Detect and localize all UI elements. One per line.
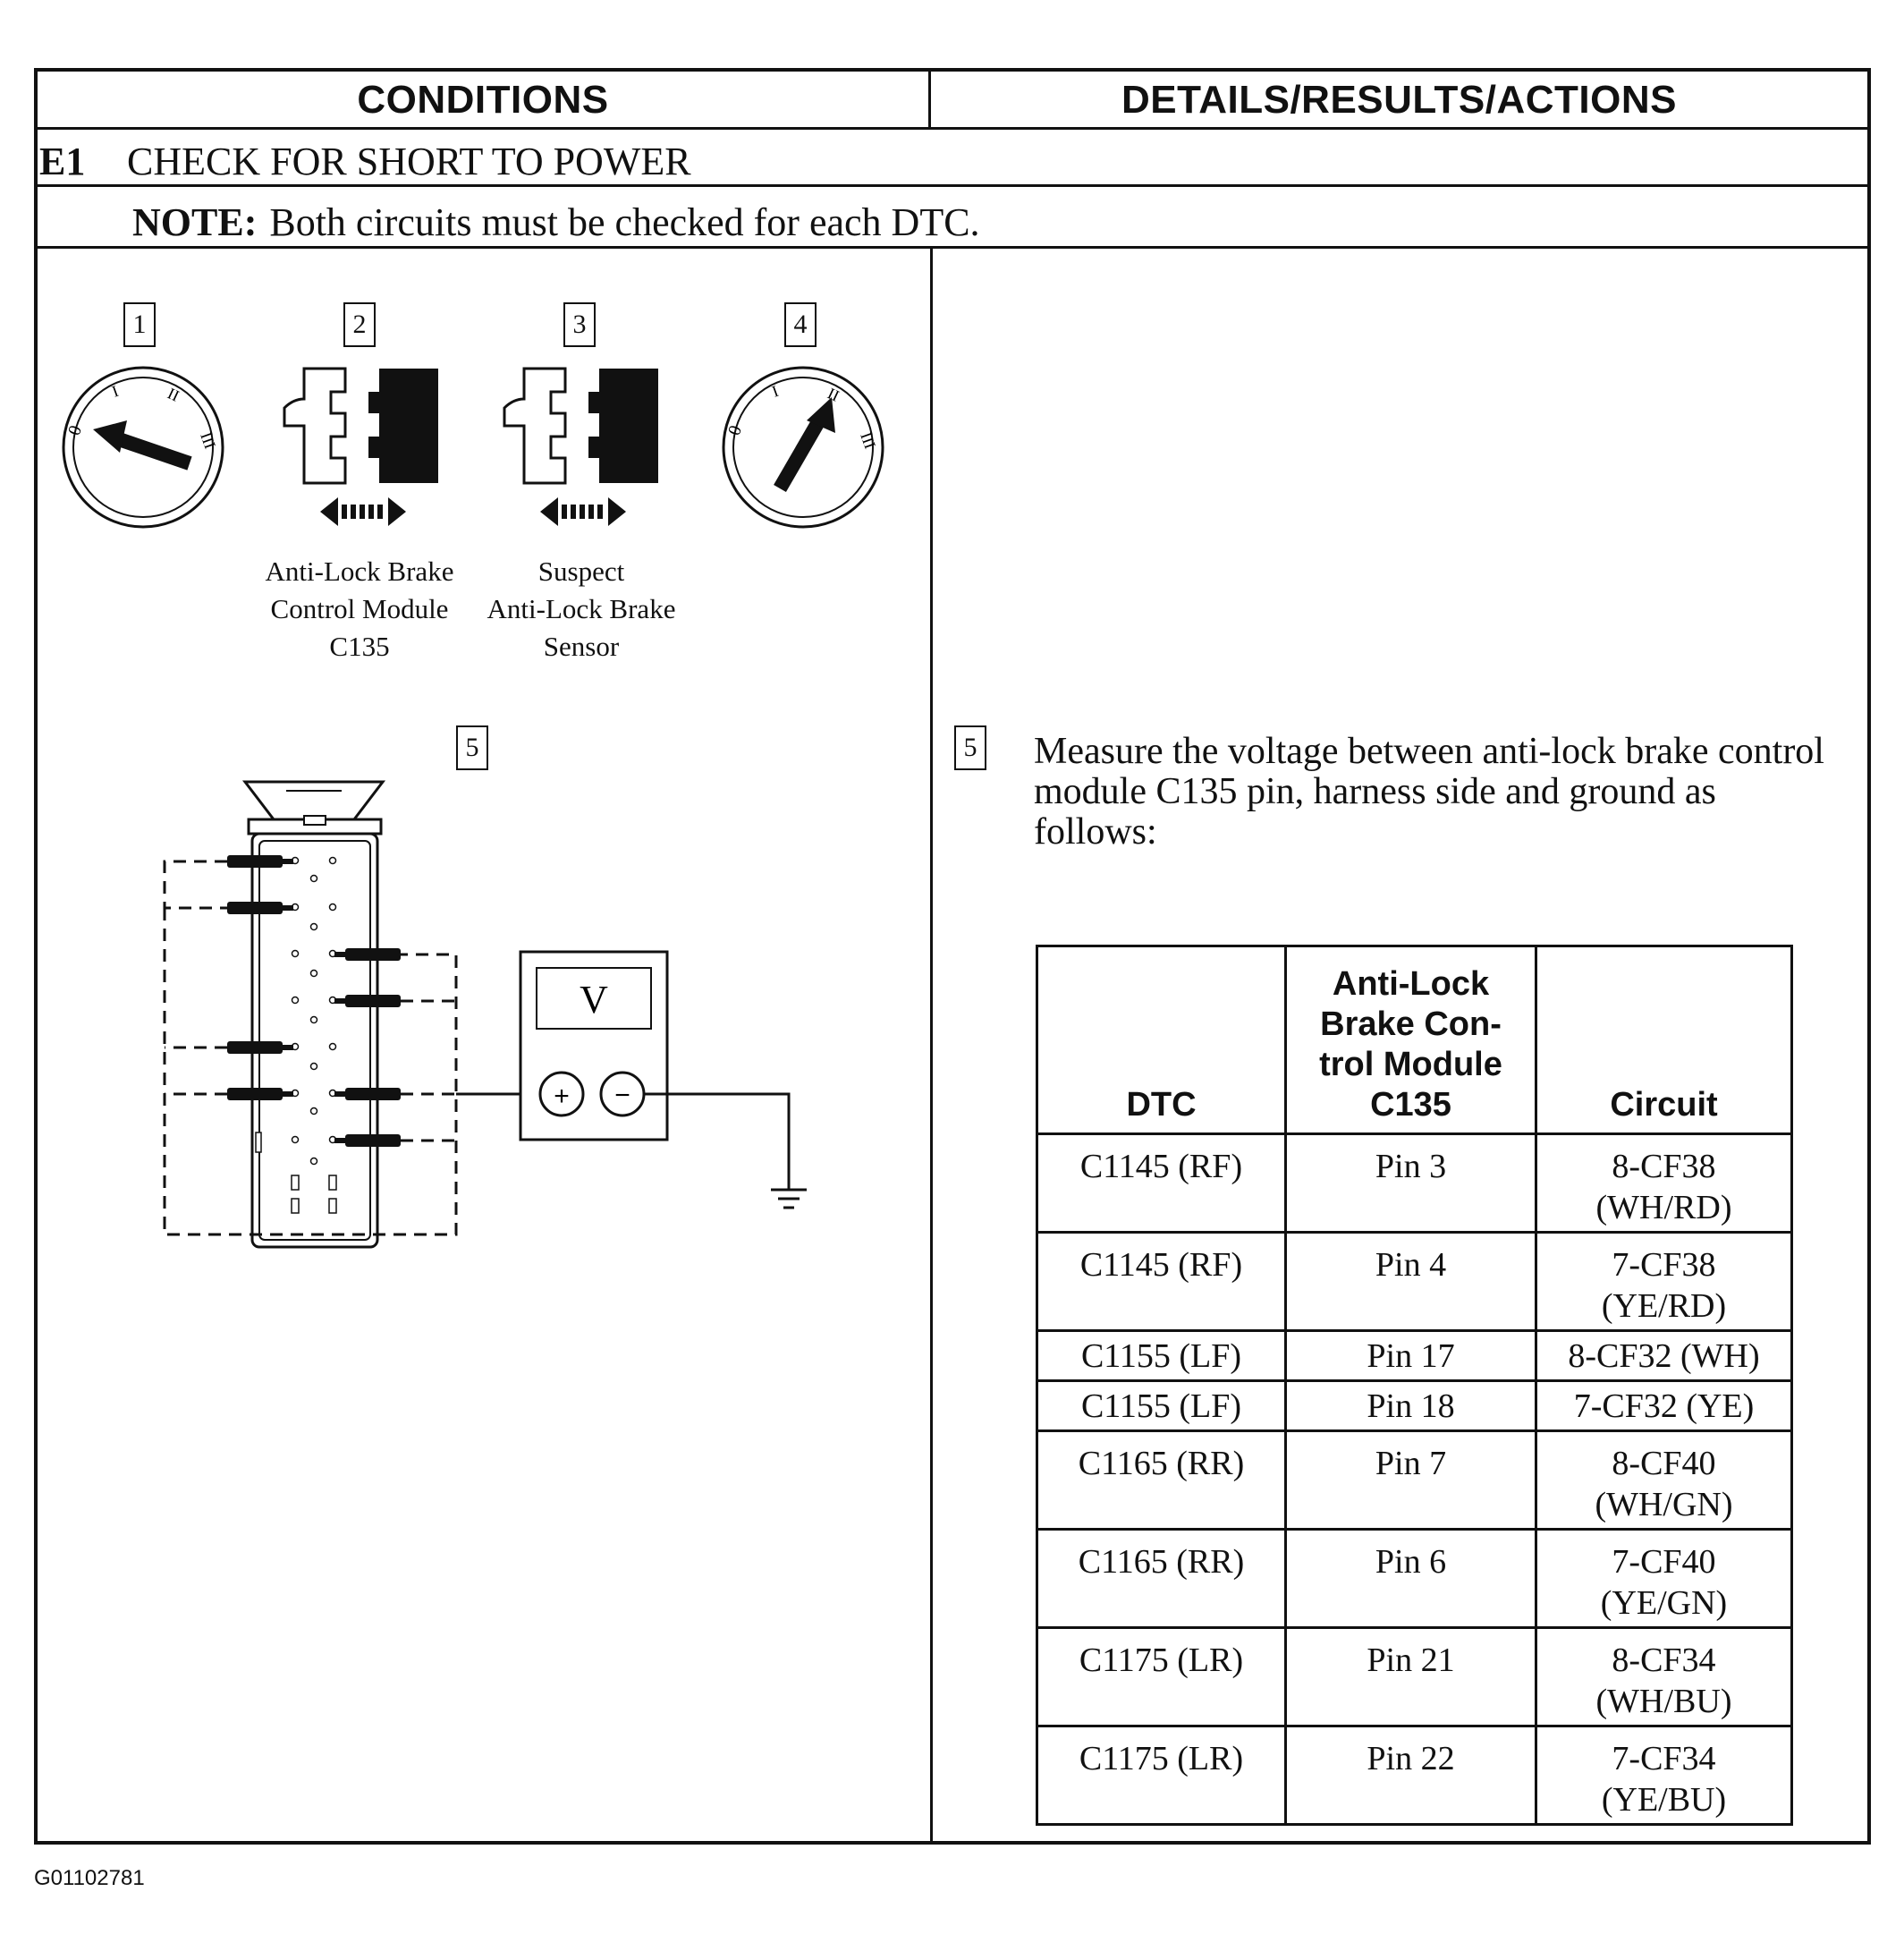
dtc-cell: C1165 (RR)	[1036, 1429, 1287, 1531]
pin-cell: Pin 17	[1284, 1329, 1537, 1382]
probe-leads	[163, 860, 458, 1236]
note-label: NOTE:	[132, 199, 258, 244]
dtc-cell: C1175 (LR)	[1036, 1626, 1287, 1727]
dtc-cell: C1145 (RF)	[1036, 1231, 1287, 1332]
figure-id: G01102781	[34, 1866, 145, 1890]
step-divider	[34, 184, 1871, 187]
step-title-row: E1 CHECK FOR SHORT TO POWER	[39, 134, 691, 188]
module-caption-line-2: Control Module	[270, 593, 449, 624]
sensor-caption-line-3: Sensor	[543, 631, 620, 662]
step-1-box: 1	[123, 302, 156, 347]
step-5-box-right: 5	[954, 725, 986, 770]
table-row: C1145 (RF) Pin 3 8-CF38 (WH/RD)	[1036, 1132, 1793, 1234]
header-module-pin: Anti-Lock Brake Con- trol Module C135	[1284, 945, 1537, 1135]
voltage-test-diagram: V + −	[163, 780, 807, 1249]
header-circuit-text: Circuit	[1610, 1086, 1718, 1124]
dtc-cell: C1165 (RR)	[1036, 1528, 1287, 1629]
sensor-caption-line-2: Anti-Lock Brake	[487, 593, 676, 624]
ignition-off-icon: 0 I II III	[62, 366, 224, 529]
step-3-box: 3	[563, 302, 596, 347]
header-column-divider	[928, 68, 931, 129]
sensor-caption-line-1: Suspect	[537, 556, 625, 587]
step-2-box: 2	[343, 302, 376, 347]
positive-terminal	[538, 1071, 585, 1117]
pin-cell: Pin 18	[1284, 1379, 1537, 1432]
circuit-cell: 7-CF38 (YE/RD)	[1535, 1231, 1793, 1332]
note: NOTE: Both circuits must be checked for …	[132, 195, 980, 249]
dtc-cell: C1145 (RF)	[1036, 1132, 1287, 1234]
circuit-cell: 8-CF40 (WH/GN)	[1535, 1429, 1793, 1531]
ignition-on-icon: 0 I II III	[722, 366, 884, 529]
header-dtc-text: DTC	[1126, 1086, 1197, 1124]
details-header: DETAILS/RESULTS/ACTIONS	[1121, 78, 1677, 122]
column-divider	[930, 247, 933, 1845]
circuit-cell: 8-CF34 (WH/BU)	[1535, 1626, 1793, 1727]
module-caption: Anti-Lock Brake Control Module C135	[243, 553, 476, 666]
conditions-header: CONDITIONS	[357, 78, 609, 122]
positive-terminal-label: +	[554, 1082, 570, 1111]
table-row: C1165 (RR) Pin 6 7-CF40 (YE/GN)	[1036, 1528, 1793, 1629]
header-module-line-3: trol Module	[1319, 1046, 1502, 1083]
pin-cell: Pin 7	[1284, 1429, 1537, 1531]
ignition-label-3: III	[197, 430, 219, 452]
procedure-frame	[34, 68, 1871, 1845]
header-module-line-4: C135	[1370, 1086, 1451, 1124]
negative-terminal-label: −	[614, 1081, 630, 1110]
module-caption-line-3: C135	[329, 631, 390, 662]
sensor-caption: Suspect Anti-Lock Brake Sensor	[465, 553, 698, 666]
step-title: CHECK FOR SHORT TO POWER	[127, 139, 691, 183]
step-4-box: 4	[784, 302, 817, 347]
table-row: C1155 (LF) Pin 18 7-CF32 (YE)	[1036, 1379, 1793, 1432]
circuit-cell: 7-CF34 (YE/BU)	[1535, 1725, 1793, 1826]
table-row: C1175 (LR) Pin 21 8-CF34 (WH/BU)	[1036, 1626, 1793, 1727]
module-caption-line-1: Anti-Lock Brake	[265, 556, 454, 587]
sensor-connector-disconnect-icon	[503, 367, 658, 526]
ignition-label-3b: III	[857, 430, 879, 452]
note-text: Both circuits must be checked for each D…	[269, 199, 980, 244]
voltmeter-display: V	[580, 978, 608, 1022]
circuit-cell: 8-CF32 (WH)	[1535, 1329, 1793, 1382]
table-row: C1175 (LR) Pin 22 7-CF34 (YE/BU)	[1036, 1725, 1793, 1826]
header-circuit: Circuit	[1535, 945, 1793, 1135]
circuit-cell: 7-CF32 (YE)	[1535, 1379, 1793, 1432]
header-divider	[34, 127, 1871, 130]
dtc-cell: C1155 (LF)	[1036, 1329, 1287, 1382]
connector-disconnect-icon	[283, 367, 438, 526]
dtc-cell: C1175 (LR)	[1036, 1725, 1287, 1826]
pin-cell: Pin 22	[1284, 1725, 1537, 1826]
pin-cell: Pin 21	[1284, 1626, 1537, 1727]
header-module-line-2: Brake Con-	[1320, 1005, 1502, 1043]
table-header-row: DTC Anti-Lock Brake Con- trol Module C13…	[1036, 945, 1793, 1135]
ground-icon	[644, 1092, 807, 1209]
table-row: C1155 (LF) Pin 17 8-CF32 (WH)	[1036, 1329, 1793, 1382]
pin-cell: Pin 3	[1284, 1132, 1537, 1234]
c135-connector	[241, 780, 386, 1249]
dtc-cell: C1155 (LF)	[1036, 1379, 1287, 1432]
table-row: C1145 (RF) Pin 4 7-CF38 (YE/RD)	[1036, 1231, 1793, 1332]
header-module-line-1: Anti-Lock	[1332, 965, 1490, 1003]
test-probes	[227, 855, 401, 1147]
pin-cell: Pin 6	[1284, 1528, 1537, 1629]
header-dtc: DTC	[1036, 945, 1287, 1135]
step-id: E1	[39, 139, 86, 183]
step-5-box: 5	[456, 725, 488, 770]
circuit-cell: 8-CF38 (WH/RD)	[1535, 1132, 1793, 1234]
circuit-cell: 7-CF40 (YE/GN)	[1535, 1528, 1793, 1629]
note-divider	[34, 246, 1871, 249]
pin-cell: Pin 4	[1284, 1231, 1537, 1332]
voltmeter: V + −	[519, 950, 669, 1141]
table-row: C1165 (RR) Pin 7 8-CF40 (WH/GN)	[1036, 1429, 1793, 1531]
dtc-table: DTC Anti-Lock Brake Con- trol Module C13…	[1036, 945, 1793, 1826]
instruction-text: Measure the voltage between anti-lock br…	[1034, 731, 1824, 853]
